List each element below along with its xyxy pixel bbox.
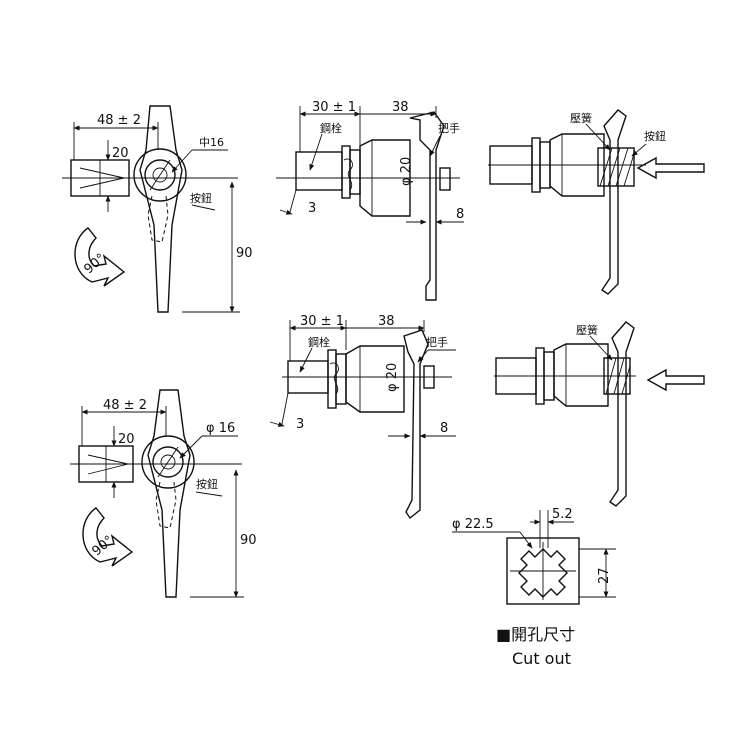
cutout-view: φ 22.5 5.2 27 ■開孔尺寸 Cut out [452, 507, 616, 668]
side-view-bottom: φ 20 30 ± 1 38 鋼栓 把手 3 8 [269, 314, 456, 520]
dim-3-top: 3 [308, 201, 316, 216]
dim-38-bottom: 38 [378, 314, 395, 329]
handle-label-top: 把手 [438, 121, 460, 135]
dim-90-bottom: 90 [240, 533, 257, 548]
handle-label-bottom: 把手 [426, 335, 448, 349]
dim-8-bottom: 8 [440, 421, 448, 436]
front-view-bottom: 48 ± 2 20 φ 16 按鈕 90 90° [70, 389, 257, 598]
dim-5-2: 5.2 [552, 507, 573, 522]
dim-38-top: 38 [392, 100, 409, 115]
dim-48-bottom: 48 ± 2 [103, 398, 147, 413]
side-view-top: φ 20 30 ± 1 38 鋼栓 把手 3 8 [276, 100, 464, 301]
bolt-label-bottom: 鋼栓 [308, 335, 330, 349]
bolt-label-top: 鋼栓 [320, 121, 342, 135]
angle-top: 90° [81, 251, 108, 277]
dim-90-top: 90 [236, 246, 253, 261]
button-label-right: 按鈕 [644, 129, 666, 143]
dim-16-top: 中16 [199, 136, 224, 149]
dim-30-bottom: 30 ± 1 [300, 314, 344, 329]
spring-label-top: 壓簧 [570, 111, 592, 125]
dim-48-top: 48 ± 2 [97, 113, 141, 128]
button-label-top: 按鈕 [190, 191, 212, 205]
section-view-top: 壓簧 按鈕 [488, 109, 705, 295]
front-view-top: 48 ± 2 20 中16 按鈕 90 90° [62, 105, 253, 313]
dim-phi20-top: φ 20 [399, 157, 414, 186]
cutout-caption-zh: ■開孔尺寸 [496, 625, 575, 644]
dim-30-top: 30 ± 1 [312, 100, 356, 115]
dim-phi20-bottom: φ 20 [385, 363, 400, 392]
dim-3-bottom: 3 [296, 417, 304, 432]
dim-8-top: 8 [456, 207, 464, 222]
spring-label-bottom: 壓簧 [576, 323, 598, 337]
dim-16-bottom: φ 16 [206, 421, 235, 436]
cutout-caption-en: Cut out [512, 649, 571, 668]
dim-27: 27 [597, 567, 612, 584]
button-label-bottom: 按鈕 [196, 477, 218, 491]
dim-20-bottom: 20 [118, 432, 135, 447]
dim-20-top: 20 [112, 146, 129, 161]
section-view-bottom: 壓簧 [494, 321, 705, 507]
dim-phi22-5: φ 22.5 [452, 517, 494, 532]
